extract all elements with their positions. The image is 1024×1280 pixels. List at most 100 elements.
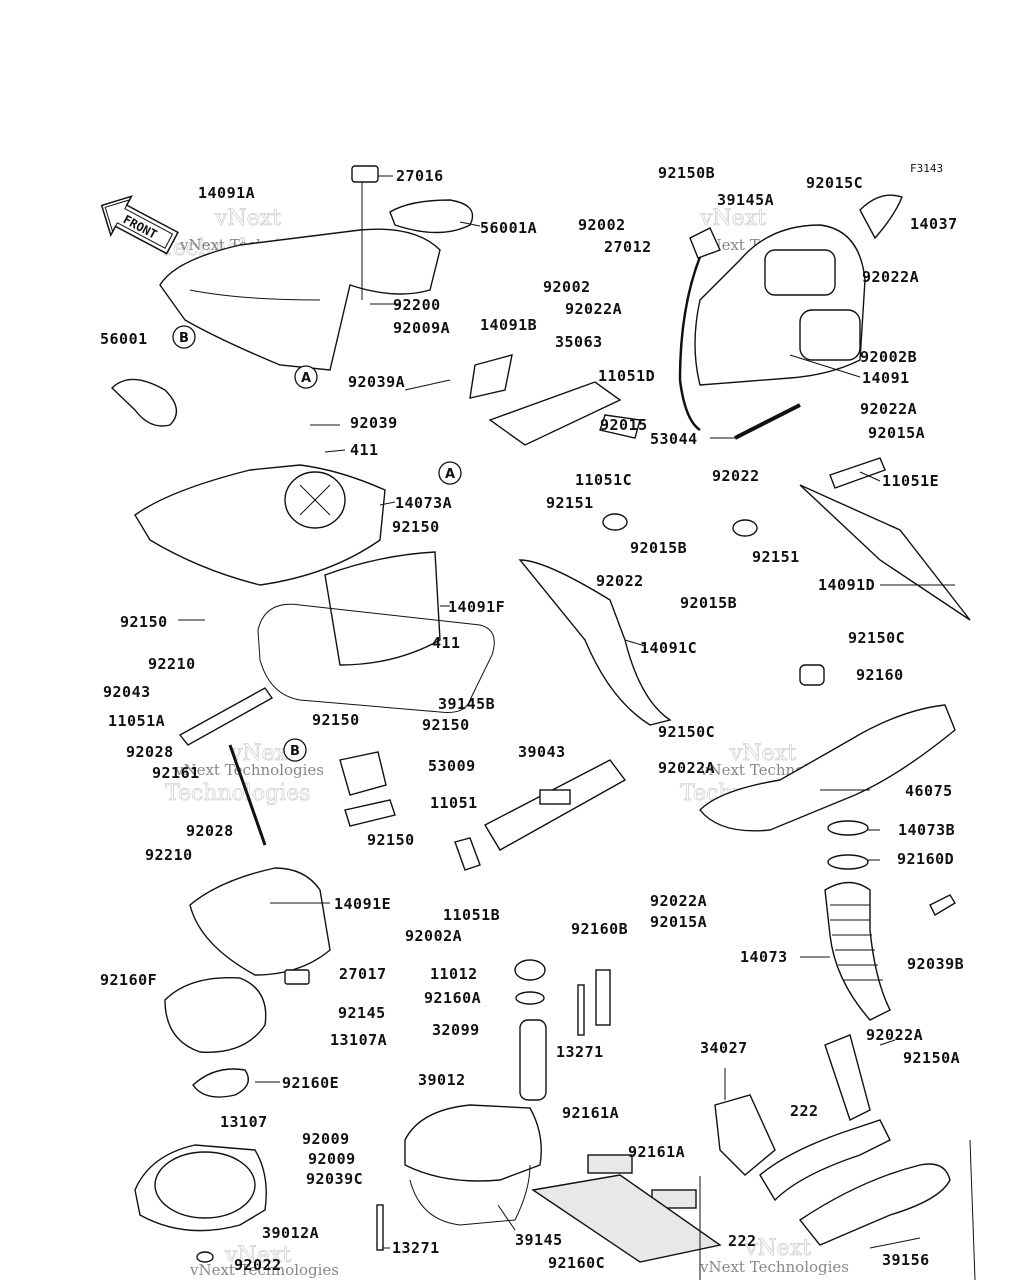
trim-14037: [859, 194, 903, 240]
mat-92160c: [531, 1174, 722, 1263]
part-number-label: 92150: [120, 613, 168, 631]
part-number-label: 92028: [186, 822, 234, 840]
strip-92160b: [595, 969, 611, 1026]
part-number-label: 39043: [518, 743, 566, 761]
part-number-label: 92150C: [848, 629, 905, 647]
part-number-label: 13271: [392, 1239, 440, 1257]
callout-a: [294, 365, 318, 389]
part-number-label: 92039: [350, 414, 398, 432]
part-number-label: 92150B: [658, 164, 715, 182]
part-number-label: 56001A: [480, 219, 537, 237]
part-number-label: 11051B: [443, 906, 500, 924]
callouts: B A A B: [172, 325, 462, 762]
part-number-label: 92160F: [100, 971, 157, 989]
part-number-label: 11051A: [108, 712, 165, 730]
part-number-label: 222: [790, 1102, 819, 1120]
part-number-label: 92039C: [306, 1170, 363, 1188]
callout-b-label: B: [179, 331, 189, 346]
gasket-39145b: [257, 603, 495, 713]
handle-39156: [759, 1119, 891, 1202]
part-number-label: 92022A: [866, 1026, 923, 1044]
part-number-label: 92022: [234, 1256, 282, 1274]
watermark-line1: vNext: [744, 1236, 811, 1261]
part-number-label: 11051: [430, 794, 478, 812]
part-number-label: 14091: [862, 369, 910, 387]
part-number-label: 92022: [712, 467, 760, 485]
part-number-label: 92150: [392, 518, 440, 536]
part-number-label: 92022A: [658, 759, 715, 777]
hose-14073: [824, 881, 891, 1021]
part-number-label: 92028: [126, 743, 174, 761]
part-number-label: 92043: [103, 683, 151, 701]
part-number-label: 14091D: [818, 576, 875, 594]
part-number-label: 56001: [100, 330, 148, 348]
part-number-label: 92002: [578, 216, 626, 234]
bracket-11051e: [829, 457, 886, 489]
callout-b-label: B: [290, 744, 300, 759]
watermark-caption: vNext Technologies: [174, 761, 324, 779]
part-number-label: 92022: [596, 572, 644, 590]
part-number-label: 13107A: [330, 1031, 387, 1049]
callout-a-label: A: [445, 467, 455, 482]
part-number-label: 92210: [145, 846, 193, 864]
part-number-label: 53044: [650, 430, 698, 448]
seal-92160e: [192, 1068, 249, 1098]
part-number-label: 14091C: [640, 639, 697, 657]
watermark-line1: vNext: [214, 206, 281, 231]
pad-27017: [284, 969, 310, 985]
part-number-label: 11051D: [598, 367, 655, 385]
seal-92160f: [164, 976, 267, 1053]
part-number-label: 14091B: [480, 316, 537, 334]
watermark-caption: vNext Technologies: [189, 1261, 339, 1279]
clip-92039b: [929, 894, 956, 916]
part-number-label: 11051E: [882, 472, 939, 490]
bracket-34027: [714, 1094, 776, 1176]
part-number-label: 39012: [418, 1071, 466, 1089]
part-number-label: 411: [432, 634, 461, 652]
part-number-label: 92151: [546, 494, 594, 512]
cover-14091f: [324, 551, 441, 666]
part-number-label: 39145A: [717, 191, 774, 209]
part-number-label: 11012: [430, 965, 478, 983]
part-number-label: 92150C: [658, 723, 715, 741]
watermark-line2: Technologies: [165, 781, 311, 806]
part-number-label: 92160: [856, 666, 904, 684]
cover-14091c: [518, 559, 672, 726]
part-number-label: 92161A: [562, 1104, 619, 1122]
lid-14091e: [189, 867, 331, 976]
part-number-label: 92160A: [424, 989, 481, 1007]
part-number-label: 27012: [604, 238, 652, 256]
part-number-label: 92150: [422, 716, 470, 734]
part-number-label: 92022A: [565, 300, 622, 318]
part-number-label: 92161: [152, 764, 200, 782]
part-number-label: 39156: [882, 1251, 930, 1269]
part-number-label: 92015C: [806, 174, 863, 192]
part-number-label: 92002: [543, 278, 591, 296]
part-number-label: 14073B: [898, 821, 955, 839]
part-labels: 2701614091A56001A9220092009A5600192039A1…: [100, 164, 964, 1274]
part-number-label: 14091F: [448, 598, 505, 616]
part-number-label: 92160C: [548, 1254, 605, 1272]
part-number-label: 411: [350, 441, 379, 459]
part-number-label: 92200: [393, 296, 441, 314]
pad-92161a: [587, 1154, 633, 1174]
part-number-label: 13271: [556, 1043, 604, 1061]
callout-a: [438, 461, 462, 485]
cover-14091b: [469, 354, 513, 399]
part-number-label: 92015B: [680, 594, 737, 612]
part-number-label: 13107: [220, 1113, 268, 1131]
filter-32099: [519, 1019, 547, 1101]
part-number-label: 92009A: [393, 319, 450, 337]
callout-a-label: A: [301, 371, 311, 386]
leader-lines: [178, 175, 976, 1280]
part-number-label: 92160D: [897, 850, 954, 868]
bracket-27012: [689, 227, 721, 259]
part-number-label: 14037: [910, 215, 958, 233]
plate-35063: [488, 381, 622, 446]
part-number-label: 92022A: [650, 892, 707, 910]
mirror-56001a: [389, 199, 474, 234]
part-number-label: 11051C: [575, 471, 632, 489]
part-number-label: 92161A: [628, 1143, 685, 1161]
part-number-label: 14073A: [395, 494, 452, 512]
